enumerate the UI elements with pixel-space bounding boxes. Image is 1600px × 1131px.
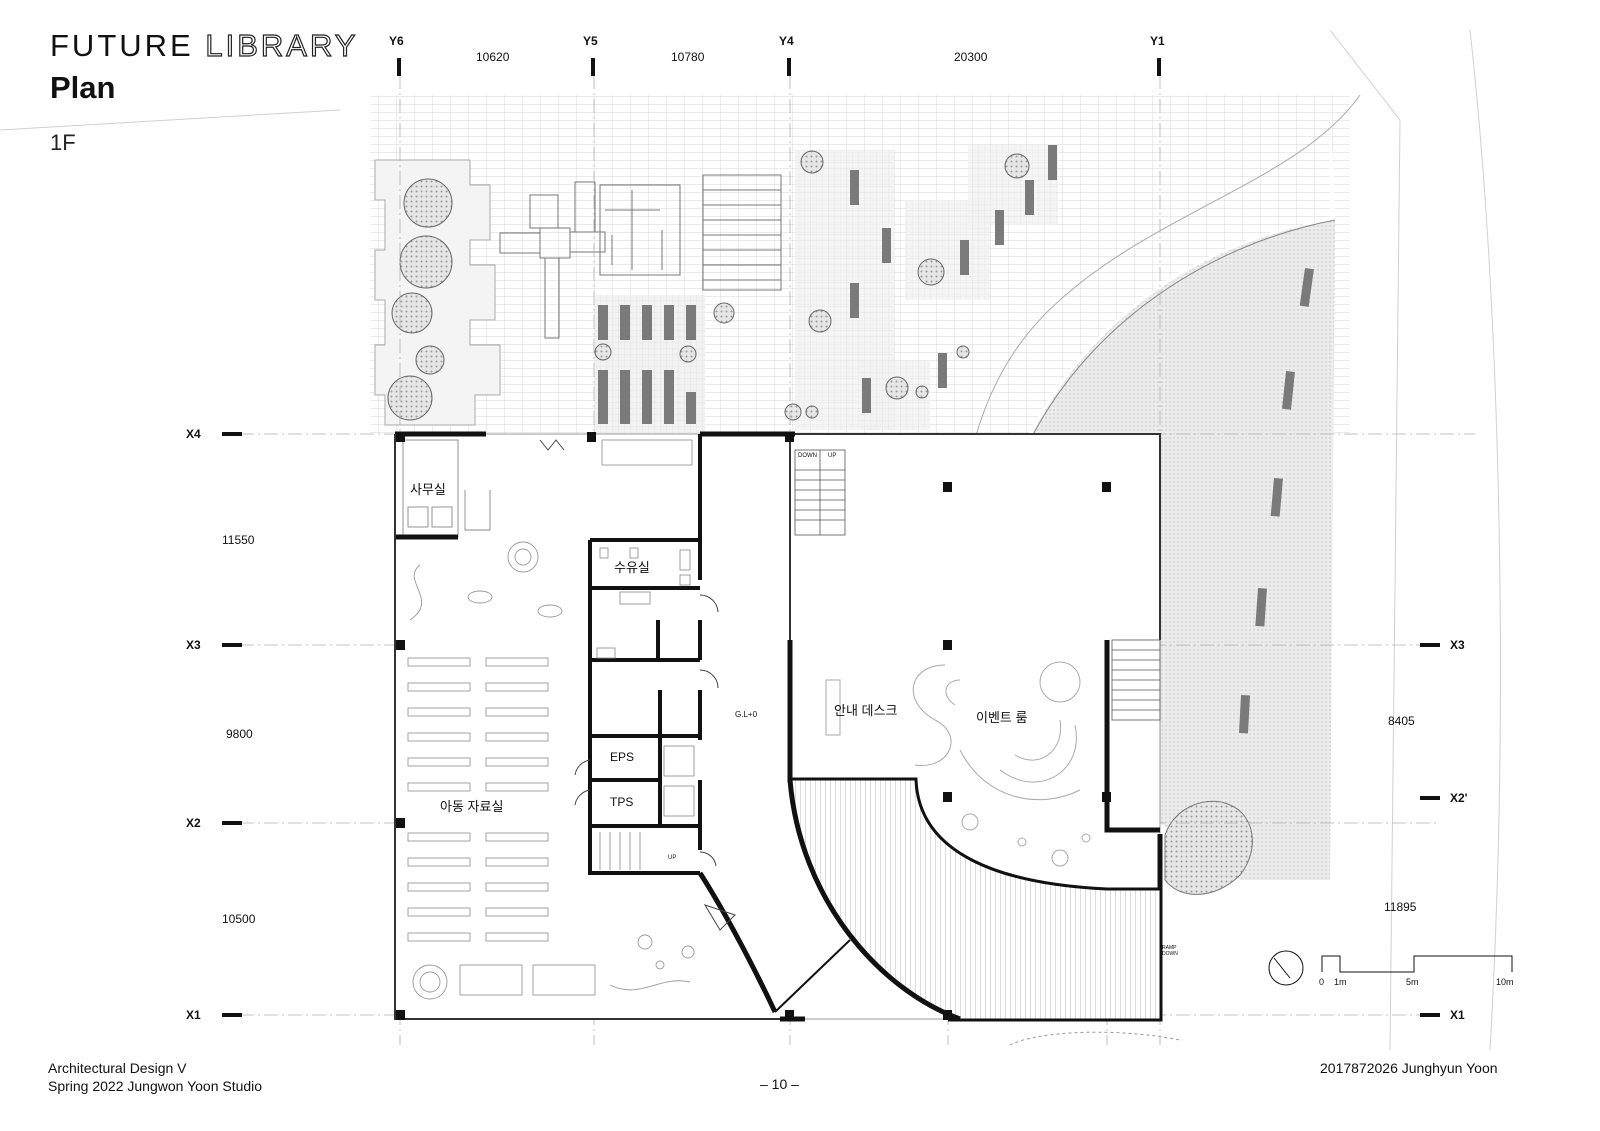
core-fixtures (596, 547, 695, 870)
room-children-library: 아동 자료실 (440, 799, 504, 814)
drawing-title: FUTURE LIBRARY (50, 27, 359, 64)
stair-label-down: DOWN (798, 453, 817, 459)
scale-10m: 10m (1496, 977, 1514, 987)
scale-1m: 1m (1334, 977, 1347, 987)
grid-col-y5: Y5 (583, 34, 598, 48)
west-planter (374, 159, 501, 426)
ramp-label: RAMP DOWN (1162, 945, 1178, 957)
room-office: 사무실 (410, 482, 446, 497)
thin-walls (394, 433, 1161, 1020)
scale-0: 0 (1319, 977, 1325, 987)
park-benches (1239, 267, 1314, 734)
span-right-x3-x2p: 8405 (1388, 714, 1415, 728)
site-boundary (0, 29, 1501, 1051)
drawing-subtitle: Plan (50, 70, 116, 105)
span-y5-y4: 10780 (671, 50, 705, 64)
room-tps: TPS (610, 795, 634, 809)
grid-col-y6: Y6 (389, 34, 404, 48)
grid-col-y1: Y1 (1150, 34, 1165, 48)
event-room-furniture (825, 661, 1091, 867)
core-stair-up: UP (668, 855, 677, 861)
footer-course: Architectural Design V (48, 1060, 187, 1076)
room-nursing: 수유실 (614, 560, 650, 575)
span-x4-x3: 11550 (222, 533, 255, 547)
stair-label-up: UP (828, 453, 837, 459)
doors (539, 439, 736, 931)
scale-5m: 5m (1406, 977, 1419, 987)
columns (396, 432, 1111, 1020)
north-arrow (1268, 950, 1304, 986)
grid-row-x3: X3 (186, 638, 201, 652)
plaza-trees (594, 150, 1030, 421)
floor-label: 1F (50, 130, 76, 155)
span-x2-x1: 10500 (222, 912, 256, 926)
span-y4-y1: 20300 (954, 50, 988, 64)
stair-north (794, 449, 846, 536)
grid-row-x4: X4 (186, 427, 201, 441)
grid-row-right-x1: X1 (1450, 1008, 1465, 1022)
amphitheater-steps (697, 779, 1161, 1022)
title-word-future: FUTURE (50, 28, 194, 63)
library-shelves (407, 439, 695, 1000)
grid-row-x1: X1 (186, 1008, 201, 1022)
grid-col-y4: Y4 (779, 34, 794, 48)
room-info-desk: 안내 데스크 (834, 703, 898, 718)
footer-author: 2017872026 Junghyun Yoon (1320, 1060, 1498, 1076)
level-marker: G.L+0 (735, 710, 758, 719)
room-event: 이벤트 룸 (976, 710, 1028, 725)
span-y6-y5: 10620 (476, 50, 510, 64)
stair-east (1111, 639, 1161, 721)
scale-bar (1321, 955, 1513, 973)
grid-row-x2: X2 (186, 816, 201, 830)
span-right-x2p-x1: 11895 (1384, 900, 1417, 914)
playground-structure (499, 174, 782, 339)
grid-ticks (222, 58, 1440, 1017)
grid-row-right-x3: X3 (1450, 638, 1465, 652)
title-word-library: LIBRARY (205, 27, 359, 63)
grid-row-right-x2p: X2' (1450, 791, 1468, 805)
page-number: – 10 – (760, 1076, 799, 1092)
span-x3-x2: 9800 (226, 727, 253, 741)
plaza-benches (598, 145, 1057, 424)
service-core (588, 434, 702, 875)
room-eps: EPS (610, 750, 635, 764)
footer-studio: Spring 2022 Jungwon Yoon Studio (48, 1078, 263, 1094)
